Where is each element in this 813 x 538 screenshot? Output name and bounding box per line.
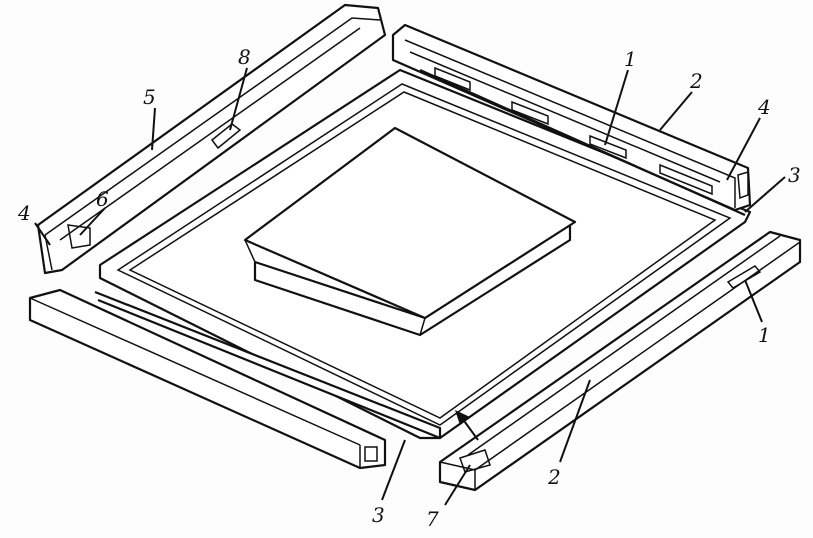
top-right-bar (391, 23, 752, 217)
label-4-left: 4 (17, 201, 31, 225)
label-1-top: 1 (624, 47, 637, 71)
label-8: 8 (238, 45, 251, 69)
bottom-right-bar (438, 230, 802, 492)
label-7: 7 (426, 507, 439, 531)
label-6: 6 (96, 187, 109, 211)
bottom-left-bar (28, 288, 442, 470)
center-block (243, 126, 577, 337)
label-4-right: 4 (757, 95, 771, 119)
label-5: 5 (143, 85, 156, 109)
label-3-bottom: 3 (372, 503, 385, 527)
label-2-bottom: 2 (547, 465, 561, 489)
label-2-top: 2 (689, 69, 703, 93)
label-1-right: 1 (758, 323, 771, 347)
label-3-top: 3 (788, 163, 801, 187)
direction-arrow (455, 410, 479, 441)
arrow-head-icon (455, 410, 470, 425)
top-left-bar (36, 3, 387, 275)
leader-lines (34, 67, 786, 506)
